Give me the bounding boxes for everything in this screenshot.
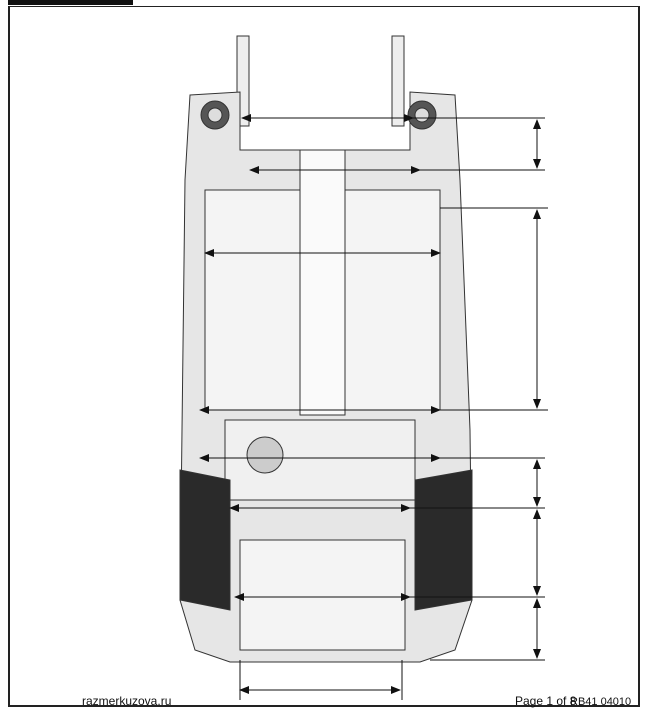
site-label: razmerkuzova.ru — [82, 694, 172, 708]
page-number: Page 1 of 8 — [515, 694, 577, 708]
cropped-header — [8, 0, 133, 5]
vehicle-underbody — [179, 35, 473, 663]
tunnel — [299, 149, 346, 416]
page-frame — [8, 6, 640, 707]
rear-wheel-arch-left — [179, 469, 231, 611]
dimension-lines — [199, 114, 548, 700]
front-rail-right — [391, 35, 405, 127]
spare-wheel-well — [246, 436, 284, 474]
rear-subframe — [239, 539, 406, 651]
rear-wheel-arch-right — [414, 469, 473, 611]
figure-code: RB41 04010 — [570, 696, 632, 708]
floor-panel-left — [204, 189, 301, 411]
floor-panel-right — [344, 189, 441, 411]
